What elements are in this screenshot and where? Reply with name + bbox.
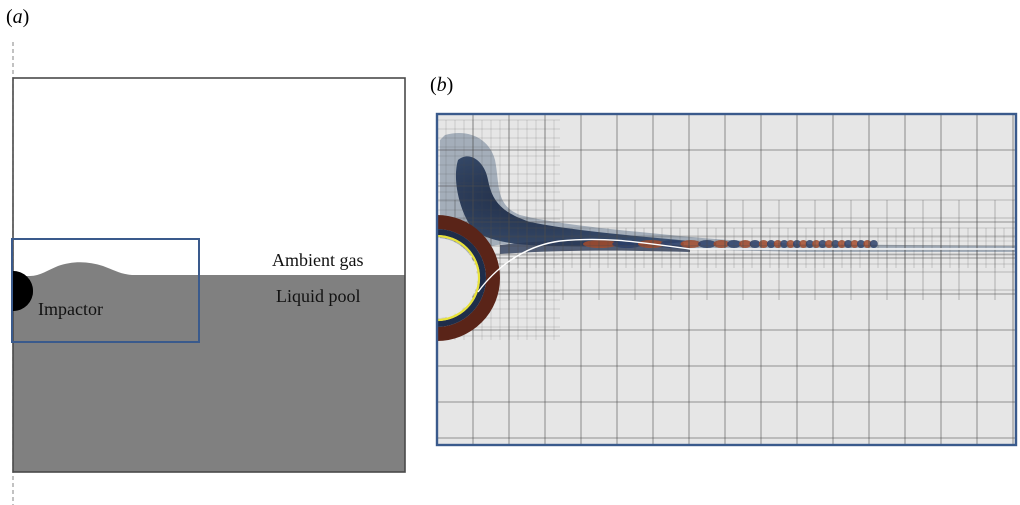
impactor-ring-outer	[437, 215, 500, 341]
impactor-interface	[437, 234, 481, 322]
ambient-gas-label: Ambient gas	[272, 250, 364, 270]
gas-cavity	[440, 132, 1016, 262]
vortex-streak	[749, 240, 761, 248]
panel-a: Ambient gas Liquid pool Impactor	[11, 42, 406, 505]
free-surface-line	[477, 238, 1016, 293]
liquid-pool-label: Liquid pool	[276, 286, 361, 306]
panel-b-label: (b)	[430, 74, 454, 96]
gas-tongue	[455, 156, 690, 247]
impactor-label: Impactor	[38, 299, 103, 319]
vortex-streak	[869, 240, 878, 248]
mesh-background	[437, 114, 1016, 445]
vortex-streak	[758, 240, 769, 248]
panel-b-frame	[435, 112, 1018, 447]
vortex-streak	[739, 240, 752, 248]
panel-b	[435, 112, 1018, 447]
zoom-region-box	[11, 238, 200, 343]
vortex-streak	[583, 240, 617, 248]
liquid-pool	[13, 262, 405, 472]
panel-a-label: (a)	[6, 6, 30, 28]
impactor-ring-mid	[437, 229, 486, 327]
impactor-body	[437, 238, 477, 318]
